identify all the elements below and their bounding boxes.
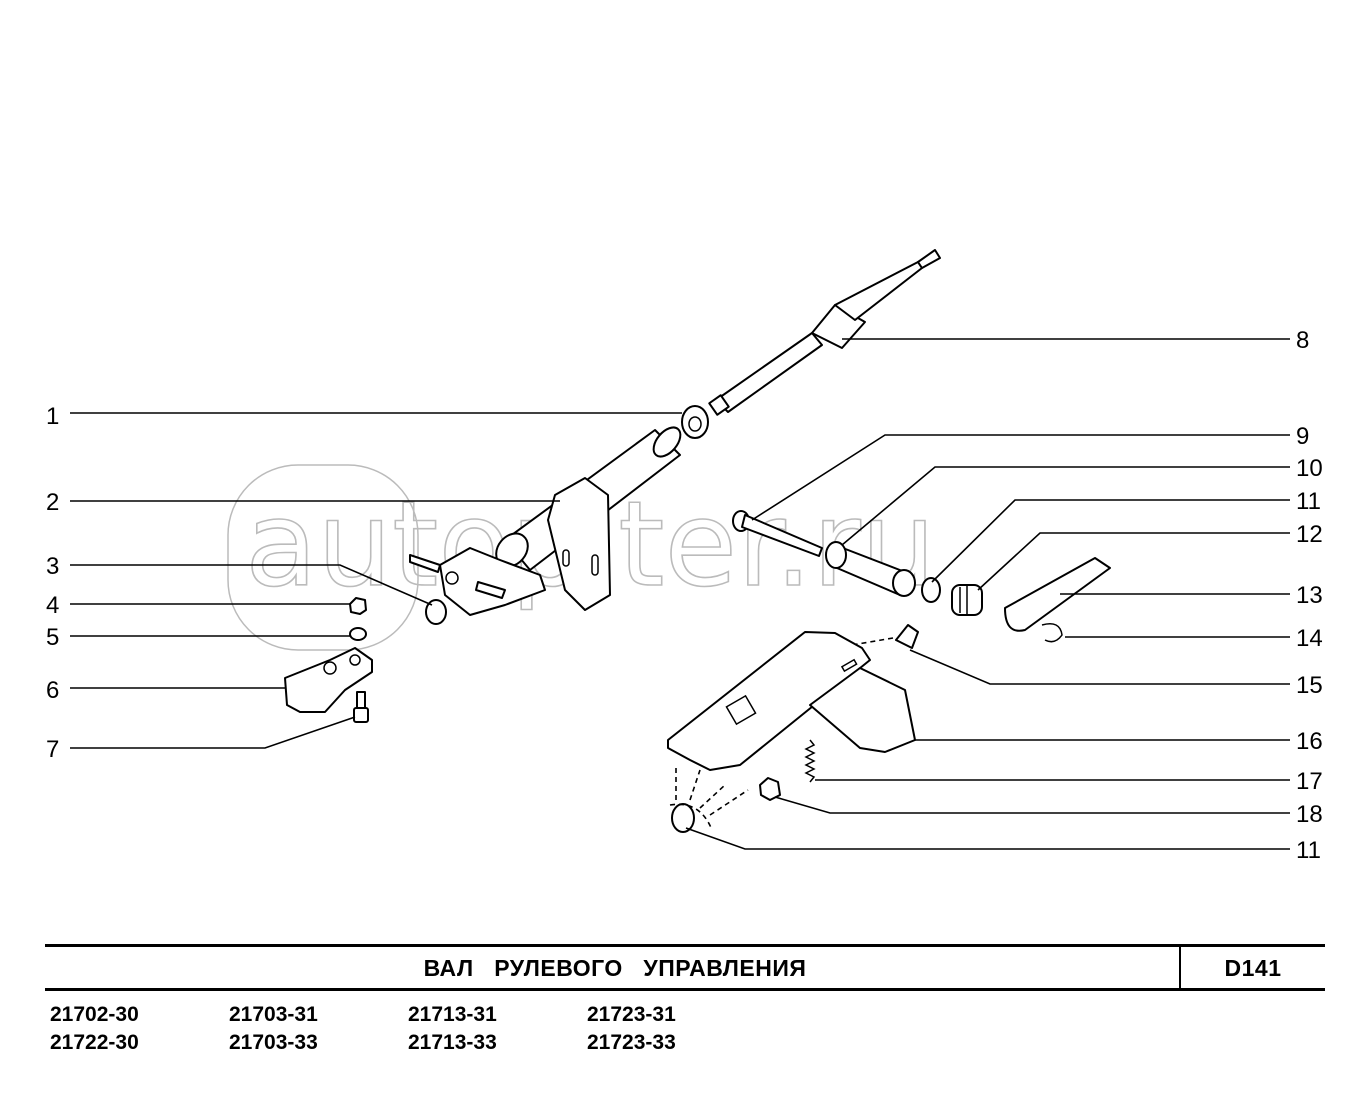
part-bolt bbox=[353, 691, 369, 723]
model-code: 21722-30 bbox=[50, 1031, 139, 1054]
model-code: 21702-30 bbox=[50, 1003, 139, 1026]
callout-13: 13 bbox=[1296, 582, 1323, 609]
part-nut bbox=[759, 777, 781, 801]
callout-9: 9 bbox=[1296, 423, 1309, 450]
callout-12: 12 bbox=[1296, 521, 1323, 548]
divider bbox=[45, 944, 1325, 947]
leader-lines bbox=[70, 338, 1290, 850]
callout-3: 3 bbox=[46, 553, 59, 580]
assembly-arrows bbox=[669, 765, 749, 831]
part-spring bbox=[804, 739, 816, 783]
callout-7: 7 bbox=[46, 736, 59, 763]
model-code: 21723-31 bbox=[587, 1003, 676, 1026]
callout-8: 8 bbox=[1296, 327, 1309, 354]
part-nut bbox=[349, 597, 367, 615]
part-column-tube bbox=[409, 426, 682, 616]
part-washer bbox=[349, 627, 367, 641]
parts-diagram: autopiter.ru bbox=[46, 249, 1323, 864]
callout-11b: 11 bbox=[1296, 837, 1321, 864]
part-bushing bbox=[681, 405, 709, 439]
divider bbox=[45, 988, 1325, 991]
divider bbox=[1179, 946, 1181, 990]
callout-14: 14 bbox=[1296, 625, 1323, 652]
callout-2: 2 bbox=[46, 489, 59, 516]
callout-16: 16 bbox=[1296, 728, 1323, 755]
callout-4: 4 bbox=[46, 592, 59, 619]
part-bracket bbox=[667, 631, 916, 771]
model-code: 21713-31 bbox=[408, 1003, 497, 1026]
part-washer bbox=[921, 577, 941, 603]
callout-17: 17 bbox=[1296, 768, 1323, 795]
model-code: 21703-31 bbox=[229, 1003, 318, 1026]
part-splined-sleeve bbox=[951, 584, 983, 616]
part-long-bolt bbox=[732, 510, 823, 557]
model-code: 21713-33 bbox=[408, 1031, 497, 1054]
callout-11: 11 bbox=[1296, 488, 1321, 515]
callout-6: 6 bbox=[46, 677, 59, 704]
callout-18: 18 bbox=[1296, 801, 1323, 828]
part-universal-joint bbox=[284, 647, 373, 713]
part-washer bbox=[671, 803, 695, 833]
page-title: ВАЛ РУЛЕВОГО УПРАВЛЕНИЯ bbox=[423, 955, 807, 981]
part-clip bbox=[1041, 623, 1063, 643]
callout-5: 5 bbox=[46, 624, 59, 651]
callouts-left: 1 2 3 4 5 6 7 bbox=[46, 403, 59, 763]
part-sleeve bbox=[825, 541, 916, 597]
part-spacer bbox=[425, 599, 447, 625]
diagram-code: D141 bbox=[1224, 955, 1282, 981]
callout-15: 15 bbox=[1296, 672, 1323, 699]
part-lever bbox=[1004, 557, 1111, 632]
callout-10: 10 bbox=[1296, 455, 1323, 482]
callout-1: 1 bbox=[46, 403, 59, 430]
callouts-right: 8 9 10 11 12 13 14 15 16 17 18 11 bbox=[1296, 327, 1323, 864]
model-code: 21723-33 bbox=[587, 1031, 676, 1054]
part-steering-shaft bbox=[708, 249, 941, 416]
model-code: 21703-33 bbox=[229, 1031, 318, 1054]
part-stop bbox=[895, 624, 919, 649]
